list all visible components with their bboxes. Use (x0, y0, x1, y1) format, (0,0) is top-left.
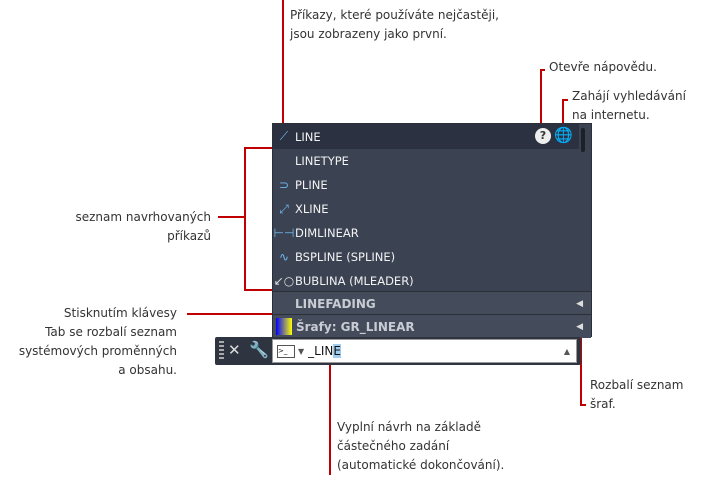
pline-icon: ⊃ (278, 178, 290, 192)
suggestion-item[interactable]: ∿ BSPLINE (SPLINE) (273, 245, 579, 269)
chevron-down-icon[interactable]: ▼ (298, 346, 305, 356)
note-frequent: Příkazy, které používáte nejčastěji,jsou… (290, 8, 499, 41)
hatch-label: Šrafy: GR_LINEAR (296, 319, 415, 334)
help-icon[interactable]: ? (535, 128, 551, 144)
note-help: Otevře nápovědu. (549, 60, 657, 74)
gradient-swatch-icon (276, 318, 292, 335)
item-label: DIMLINEAR (295, 226, 359, 240)
suggestion-item[interactable]: ⤢ XLINE (273, 197, 579, 221)
autocomplete-text: E (333, 344, 341, 358)
item-label: BUBLINA (MLEADER) (295, 274, 414, 288)
dimlinear-icon: ⊢⊣ (273, 226, 295, 240)
item-label: BSPLINE (SPLINE) (295, 250, 396, 264)
expand-arrow-icon[interactable]: ◀ (576, 298, 583, 309)
history-arrow-icon[interactable]: ▲ (563, 346, 570, 356)
suggestion-item[interactable]: LINETYPE (273, 149, 579, 173)
suggestion-item[interactable]: ⟋ LINE ? 🌐 (273, 124, 579, 149)
hatch-item[interactable]: Šrafy: GR_LINEAR ◀ (273, 314, 591, 338)
wrench-icon[interactable]: 🔧 (249, 340, 269, 359)
line-icon: ⟋ (279, 129, 289, 143)
expand-hatch-arrow-icon[interactable]: ◀ (576, 321, 583, 332)
suggestion-item[interactable]: ⊃ PLINE (273, 173, 579, 197)
item-label: LINETYPE (295, 154, 349, 168)
suggestion-item[interactable]: ⊢⊣DIMLINEAR (273, 221, 579, 245)
xline-icon: ⤢ (279, 201, 289, 216)
typed-text: _LIN (308, 344, 334, 358)
globe-search-icon[interactable]: 🌐 (554, 126, 573, 144)
command-prompt-icon[interactable]: >_ (277, 344, 295, 358)
sysvar-label: LINEFADING (295, 296, 376, 311)
grip-handle-icon[interactable] (219, 341, 224, 361)
item-label: LINE (295, 129, 321, 144)
spline-icon: ∿ (278, 250, 290, 264)
item-label: PLINE (295, 178, 328, 192)
suggestion-panel: ⟋ LINE ? 🌐 LINETYPE ⊃ PLINE ⤢ XLINE ⊢⊣DIMLI… (272, 123, 592, 338)
scrollbar[interactable] (581, 128, 585, 152)
mleader-icon: ↙○ (273, 274, 295, 288)
item-label: XLINE (295, 202, 329, 216)
suggestion-item[interactable]: ↙○BUBLINA (MLEADER) (273, 269, 579, 293)
close-icon[interactable]: ✕ (228, 341, 241, 359)
sysvar-item[interactable]: LINEFADING ◀ (273, 291, 591, 315)
